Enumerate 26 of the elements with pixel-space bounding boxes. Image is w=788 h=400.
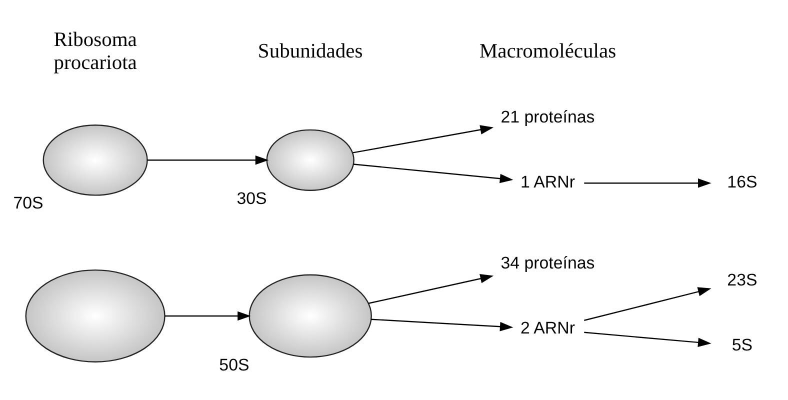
label: Subunidades bbox=[258, 40, 363, 63]
node-text: 21 proteínas bbox=[500, 107, 595, 126]
node-text: 34 proteínas bbox=[500, 253, 595, 272]
arrow bbox=[368, 274, 494, 304]
node-label: 30S bbox=[236, 188, 267, 208]
node-text: 23S bbox=[727, 270, 758, 290]
arrow bbox=[147, 155, 269, 165]
node-label: 70S bbox=[13, 194, 44, 213]
arrow bbox=[371, 318, 514, 332]
arrow bbox=[584, 178, 712, 188]
arrow bbox=[352, 125, 494, 154]
arrow bbox=[164, 311, 251, 321]
node-ellipse bbox=[25, 269, 166, 362]
arrow bbox=[584, 287, 712, 321]
node-ellipse bbox=[248, 274, 372, 358]
arrow bbox=[354, 164, 514, 184]
node-text: 1 ARNr bbox=[520, 172, 575, 192]
label: Macromoléculas bbox=[479, 40, 616, 63]
node-label: 50S bbox=[219, 356, 250, 375]
arrow bbox=[584, 332, 712, 348]
node-text: 16S bbox=[727, 172, 758, 192]
node-ellipse bbox=[42, 124, 148, 196]
node-text: 5S bbox=[732, 336, 753, 355]
label: Ribosoma procariota bbox=[54, 29, 137, 74]
node-text: 2 ARNr bbox=[520, 318, 575, 338]
node-ellipse bbox=[266, 129, 354, 191]
